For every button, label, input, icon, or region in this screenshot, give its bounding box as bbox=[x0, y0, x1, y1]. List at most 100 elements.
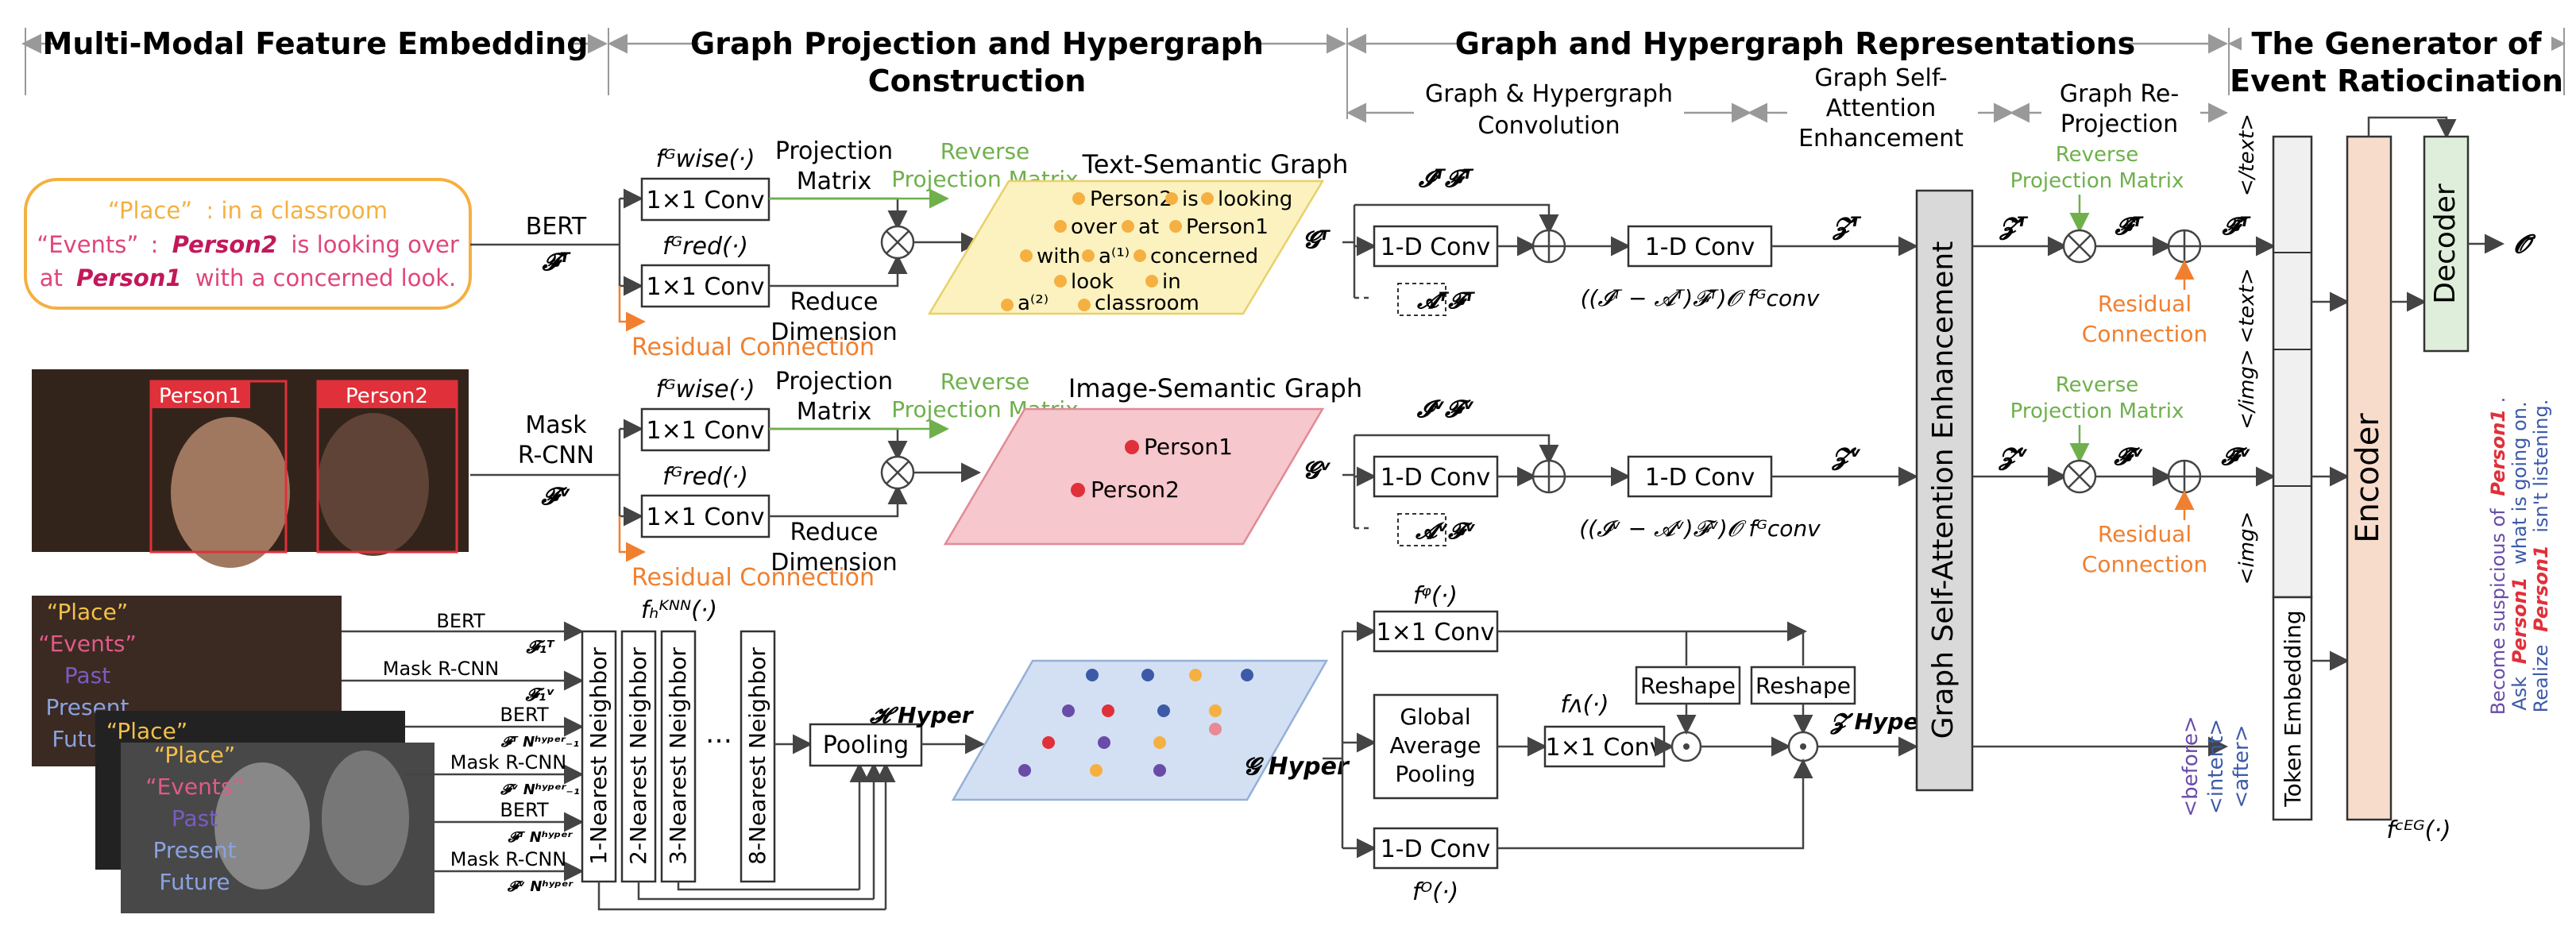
conv-1d-text-2 bbox=[1627, 225, 1773, 268]
svg-text:Mask R-CNN: Mask R-CNN bbox=[383, 658, 499, 680]
video-frames: “Place” “Events” Past Present Future “Pl… bbox=[32, 596, 434, 913]
svg-text:Reverse: Reverse bbox=[2056, 373, 2139, 397]
section-title-generator-2: Event Ratiocination bbox=[2230, 64, 2563, 98]
svg-text:1×1 Conv: 1×1 Conv bbox=[1546, 734, 1664, 762]
svg-text:Ask Person1 what i: Ask Person1 what is going on. bbox=[2508, 401, 2531, 710]
svg-text:Dimension: Dimension bbox=[770, 549, 897, 577]
svg-text:R-CNN: R-CNN bbox=[518, 442, 594, 469]
svg-text:1×1 Conv: 1×1 Conv bbox=[1377, 619, 1495, 646]
svg-text:Reverse: Reverse bbox=[940, 369, 1030, 395]
svg-text:BERT: BERT bbox=[526, 213, 587, 241]
svg-text:<intent>: <intent> bbox=[2204, 719, 2228, 814]
svg-text:classroom: classroom bbox=[1095, 291, 1199, 315]
conv-1x1-text-red bbox=[640, 264, 770, 308]
pooling-box bbox=[809, 723, 923, 767]
svg-text:𝓩ᵛ: 𝓩ᵛ bbox=[1831, 443, 1861, 471]
svg-text:fᴼ(·): fᴼ(·) bbox=[1412, 878, 1458, 906]
svg-text:𝓖ᵀ: 𝓖ᵀ bbox=[1303, 226, 1330, 254]
section-title-projection-2: Construction bbox=[868, 64, 1087, 98]
text-semantic-graph bbox=[927, 179, 1325, 315]
svg-text:𝓕₁ᵀ: 𝓕₁ᵀ bbox=[525, 638, 555, 658]
reshape-box-1 bbox=[1635, 666, 1741, 705]
subsection-conv-2: Convolution bbox=[1477, 112, 1620, 140]
svg-text:𝓖ᵛ: 𝓖ᵛ bbox=[1303, 457, 1331, 484]
svg-text:Mask R-CNN: Mask R-CNN bbox=[450, 751, 566, 774]
svg-text:<after>: <after> bbox=[2230, 724, 2254, 808]
subsection-sa: Graph Self- bbox=[1814, 64, 1947, 92]
svg-text:Pooling: Pooling bbox=[1395, 761, 1475, 787]
svg-text:1-D Conv: 1-D Conv bbox=[1645, 464, 1755, 492]
svg-text:fᶜᴱᴳ(·): fᶜᴱᴳ(·) bbox=[2386, 816, 2450, 844]
svg-text:((𝓘ᵛ − 𝓐ᵛ)𝓕ᵛ)𝓞 fᴳconv: ((𝓘ᵛ − 𝓐ᵛ)𝓕ᵛ)𝓞 fᴳconv bbox=[1579, 515, 1821, 542]
svg-text:𝓕ᵛ Nʰʸᵖᵉʳ₋₁: 𝓕ᵛ Nʰʸᵖᵉʳ₋₁ bbox=[500, 781, 580, 798]
svg-text:is: is bbox=[1182, 187, 1199, 211]
bbox-person1-label: Person1 bbox=[159, 384, 241, 408]
svg-text:at: at bbox=[1138, 215, 1159, 239]
svg-text:1-D Conv: 1-D Conv bbox=[1645, 233, 1755, 261]
svg-text:Residual Connection: Residual Connection bbox=[631, 564, 875, 592]
token-embedding bbox=[2272, 596, 2313, 821]
bbox-person2-label: Person2 bbox=[346, 384, 428, 408]
svg-text:Decoder: Decoder bbox=[2429, 183, 2462, 304]
hypergraph-shape bbox=[951, 659, 1329, 801]
svg-text:1-D Conv: 1-D Conv bbox=[1381, 835, 1491, 863]
svg-text:Past: Past bbox=[64, 662, 110, 689]
svg-text:Token Embedding: Token Embedding bbox=[2280, 610, 2306, 807]
svg-text:𝓕ᵛ Nʰʸᵖᵉʳ: 𝓕ᵛ Nʰʸᵖᵉʳ bbox=[507, 878, 574, 895]
svg-text:fᴳred(·): fᴳred(·) bbox=[662, 463, 748, 491]
svg-text:“Place” : in a classroom: “Place” : in a classroom bbox=[108, 197, 388, 224]
svg-text:“Place”: “Place” bbox=[47, 599, 129, 625]
reprojection-image: 𝓩̃ᵛ Reverse Projection Matrix 𝓕̂ᵛ Residu… bbox=[1972, 373, 2276, 577]
svg-text:BERT: BERT bbox=[500, 799, 549, 821]
svg-text:over: over bbox=[1071, 215, 1117, 239]
encoder-block bbox=[2346, 135, 2393, 821]
svg-text:Reverse: Reverse bbox=[940, 138, 1030, 164]
svg-text:Matrix: Matrix bbox=[797, 168, 871, 195]
svg-text:<before>: <before> bbox=[2179, 716, 2203, 816]
svg-text:𝓕ᵀ Nʰʸᵖᵉʳ₋₁: 𝓕ᵀ Nʰʸᵖᵉʳ₋₁ bbox=[500, 734, 579, 751]
svg-text:1×1 Conv: 1×1 Conv bbox=[647, 504, 765, 531]
text-input-card: “Place” : in a classroom “Events” : Pers… bbox=[24, 178, 472, 310]
svg-text:𝓕ᵛ: 𝓕ᵛ bbox=[540, 483, 570, 511]
svg-text:look: look bbox=[1071, 270, 1114, 294]
svg-text:Reshape: Reshape bbox=[1755, 673, 1851, 699]
svg-text:𝓩 Hyper: 𝓩 Hyper bbox=[1830, 708, 1931, 735]
subsection-reprojection-2: Projection bbox=[2060, 110, 2178, 138]
svg-text:Image-Semantic Graph: Image-Semantic Graph bbox=[1068, 373, 1362, 403]
conv-1x1-lambda bbox=[1543, 725, 1666, 768]
svg-text:1-Nearest Neighbor: 1-Nearest Neighbor bbox=[585, 647, 612, 865]
svg-text:Residual: Residual bbox=[2098, 291, 2192, 317]
svg-text:Reduce: Reduce bbox=[790, 288, 879, 316]
svg-text:𝓕̂ᵀ: 𝓕̂ᵀ bbox=[2114, 213, 2143, 241]
conv-1d-omega bbox=[1373, 827, 1499, 870]
svg-text:Mask R-CNN: Mask R-CNN bbox=[450, 848, 566, 870]
section-title-representations: Graph and Hypergraph Representations bbox=[1455, 26, 2136, 61]
svg-text:</text>: </text> bbox=[2235, 114, 2259, 196]
svg-text:“Place”: “Place” bbox=[106, 718, 188, 744]
svg-text:BERT: BERT bbox=[500, 704, 549, 726]
decoder-block bbox=[2423, 135, 2470, 353]
image-input: Person1 Person2 bbox=[32, 369, 469, 568]
section-title-projection: Graph Projection and Hypergraph bbox=[690, 26, 1264, 61]
svg-text:“Events” : Person2: “Events” : Person2 is looking over bbox=[37, 231, 459, 258]
svg-text:Person1: Person1 bbox=[1144, 434, 1233, 460]
svg-text:𝓐ᵛ𝓕ᵛ: 𝓐ᵛ𝓕ᵛ bbox=[1415, 518, 1476, 544]
svg-text:8-Nearest Neighbor: 8-Nearest Neighbor bbox=[744, 647, 770, 865]
svg-text:Text-Semantic Graph: Text-Semantic Graph bbox=[1082, 149, 1349, 179]
conv-1x1-image-red bbox=[640, 494, 770, 538]
svg-text:Present: Present bbox=[153, 837, 236, 863]
svg-text:Mask: Mask bbox=[525, 411, 587, 439]
svg-text:…: … bbox=[705, 718, 732, 750]
svg-text:1×1 Conv: 1×1 Conv bbox=[647, 273, 765, 301]
svg-text:fᴳwise(·): fᴳwise(·) bbox=[655, 145, 755, 173]
svg-text:Person2: Person2 bbox=[1090, 187, 1172, 211]
svg-text:<text>: <text> bbox=[2235, 268, 2259, 343]
svg-text:BERT: BERT bbox=[436, 610, 485, 632]
svg-text:Projection: Projection bbox=[775, 368, 893, 396]
svg-text:Person1: Person1 bbox=[1186, 215, 1269, 239]
svg-text:((𝓘ᵀ − 𝓐ᵀ)𝓕ᵀ)𝓞 fᴳconv: ((𝓘ᵀ − 𝓐ᵀ)𝓕ᵀ)𝓞 fᴳconv bbox=[1581, 285, 1820, 311]
section-title-embedding: Multi-Modal Feature Embedding bbox=[43, 26, 589, 61]
subsection-sa-2: Attention bbox=[1826, 95, 1936, 122]
svg-text:Connection: Connection bbox=[2082, 551, 2207, 577]
